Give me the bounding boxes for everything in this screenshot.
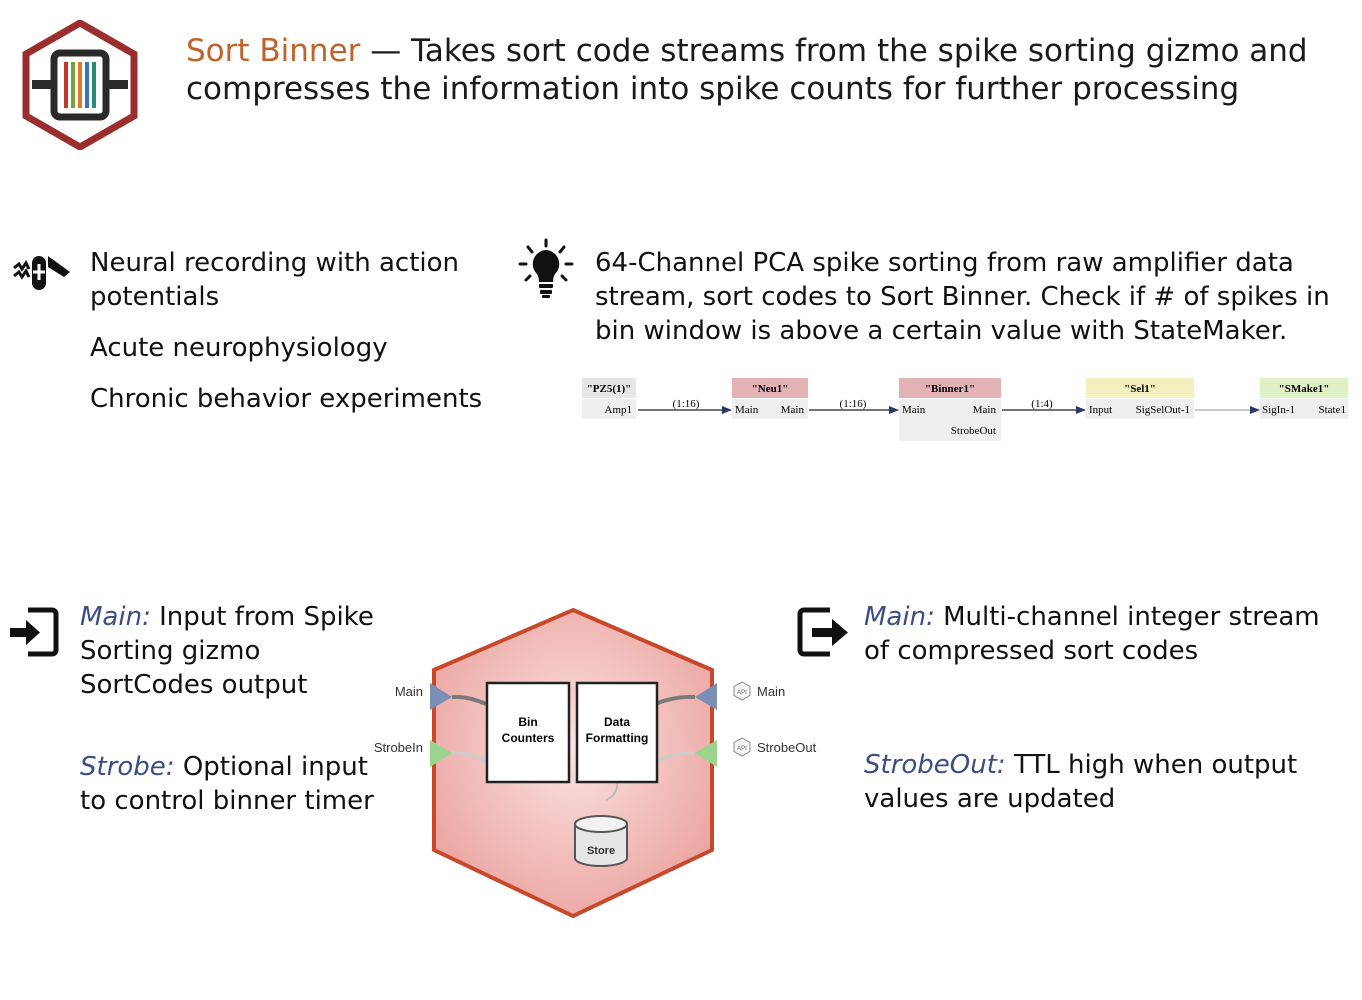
example-description: 64-Channel PCA spike sorting from raw am… — [595, 248, 1330, 346]
use-case-item: Neural recording with action potentials — [90, 248, 460, 312]
output-port-label: StrobeOut — [757, 740, 817, 755]
port-description: Multi-channel integer stream of compress… — [864, 602, 1320, 666]
chain-block-smake1: "SMake1" SigIn-1 State1 — [1260, 378, 1348, 419]
neural-probe-icon — [13, 256, 70, 290]
strobeout-output-port — [695, 740, 717, 767]
chain-block-title: "Binner1" — [925, 383, 975, 395]
chain-block-title: "Sel1" — [1124, 383, 1156, 395]
port-name: Main: — [80, 602, 151, 632]
chain-port-label: Input — [1089, 404, 1112, 416]
bin-counters-block — [485, 681, 571, 784]
chain-block-title: "Neu1" — [752, 383, 789, 395]
input-port-label: Main — [395, 684, 423, 699]
chain-port-label: State1 — [1319, 404, 1347, 416]
chain-block-sel1: "Sel1" Input SigSelOut-1 — [1086, 378, 1194, 419]
chain-port-label: Main — [902, 404, 926, 416]
port-name: Strobe: — [80, 752, 175, 782]
chain-port-label: SigSelOut-1 — [1136, 404, 1190, 416]
port-description: TTL high when output values are updated — [864, 750, 1298, 814]
chain-block-binner1: "Binner1" Main Main StrobeOut — [899, 378, 1001, 441]
port-name: Main: — [864, 602, 935, 632]
strobe-input-port — [430, 740, 452, 767]
output-arrow-icon — [797, 607, 848, 657]
store-cylinder: Store — [574, 815, 628, 867]
chain-block-pz5: "PZ5(1)" Amp1 — [582, 378, 636, 419]
sort-binner-logo-icon — [22, 20, 138, 150]
chain-port-label: SigIn-1 — [1262, 404, 1295, 416]
use-case-item: Chronic behavior experiments — [90, 384, 483, 414]
api-icon: API — [733, 737, 751, 757]
chain-port-label: Main — [781, 404, 805, 416]
main-output-description: Main: Multi-channel integer stream of co… — [864, 600, 1334, 668]
main-output-port — [695, 683, 717, 710]
strobe-input-description: Strobe: Optional input to control binner… — [80, 750, 400, 818]
input-port-label: StrobeIn — [374, 740, 423, 755]
chain-link-label: (1:16) — [840, 398, 867, 410]
use-case-item: Acute neurophysiology — [90, 333, 388, 363]
data-formatting-block — [575, 681, 659, 784]
gizmo-description: — Takes sort code streams from the spike… — [186, 33, 1308, 107]
port-description: Input from Spike Sorting gizmo SortCodes… — [80, 602, 374, 700]
strobeout-output-description: StrobeOut: TTL high when output values a… — [864, 748, 1334, 816]
signal-chain-diagram: "PZ5(1)" Amp1 "Neu1" Main Main "Binner1"… — [582, 378, 1348, 441]
api-badge-label: API — [737, 746, 747, 752]
lightbulb-icon — [518, 238, 574, 298]
output-port-label: Main — [757, 684, 785, 699]
chain-port-label: Main — [735, 404, 759, 416]
api-icon: API — [733, 681, 751, 701]
port-description: Optional input to control binner timer — [80, 752, 374, 816]
chain-block-title: "SMake1" — [1279, 383, 1330, 395]
chain-port-label: Amp1 — [605, 404, 633, 416]
port-name: StrobeOut: — [864, 750, 1006, 780]
api-badge-label: API — [737, 690, 747, 696]
page-title: Sort Binner — Takes sort code streams fr… — [186, 32, 1336, 108]
use-case-list: Neural recording with action potentials … — [90, 246, 510, 433]
chain-block-neu1: "Neu1" Main Main — [732, 378, 808, 419]
gizmo-hexagon — [432, 607, 714, 919]
main-input-port — [430, 683, 452, 710]
chain-block-title: "PZ5(1)" — [587, 383, 632, 395]
chain-link-label: (1:16) — [673, 398, 700, 410]
chain-port-label: Main — [973, 404, 997, 416]
main-input-description: Main: Input from Spike Sorting gizmo Sor… — [80, 600, 400, 702]
input-arrow-icon — [10, 607, 59, 657]
chain-link-label: (1:4) — [1031, 398, 1053, 410]
chain-port-label: StrobeOut — [951, 425, 996, 437]
gizmo-name: Sort Binner — [186, 33, 361, 69]
store-label: Store — [587, 845, 615, 857]
